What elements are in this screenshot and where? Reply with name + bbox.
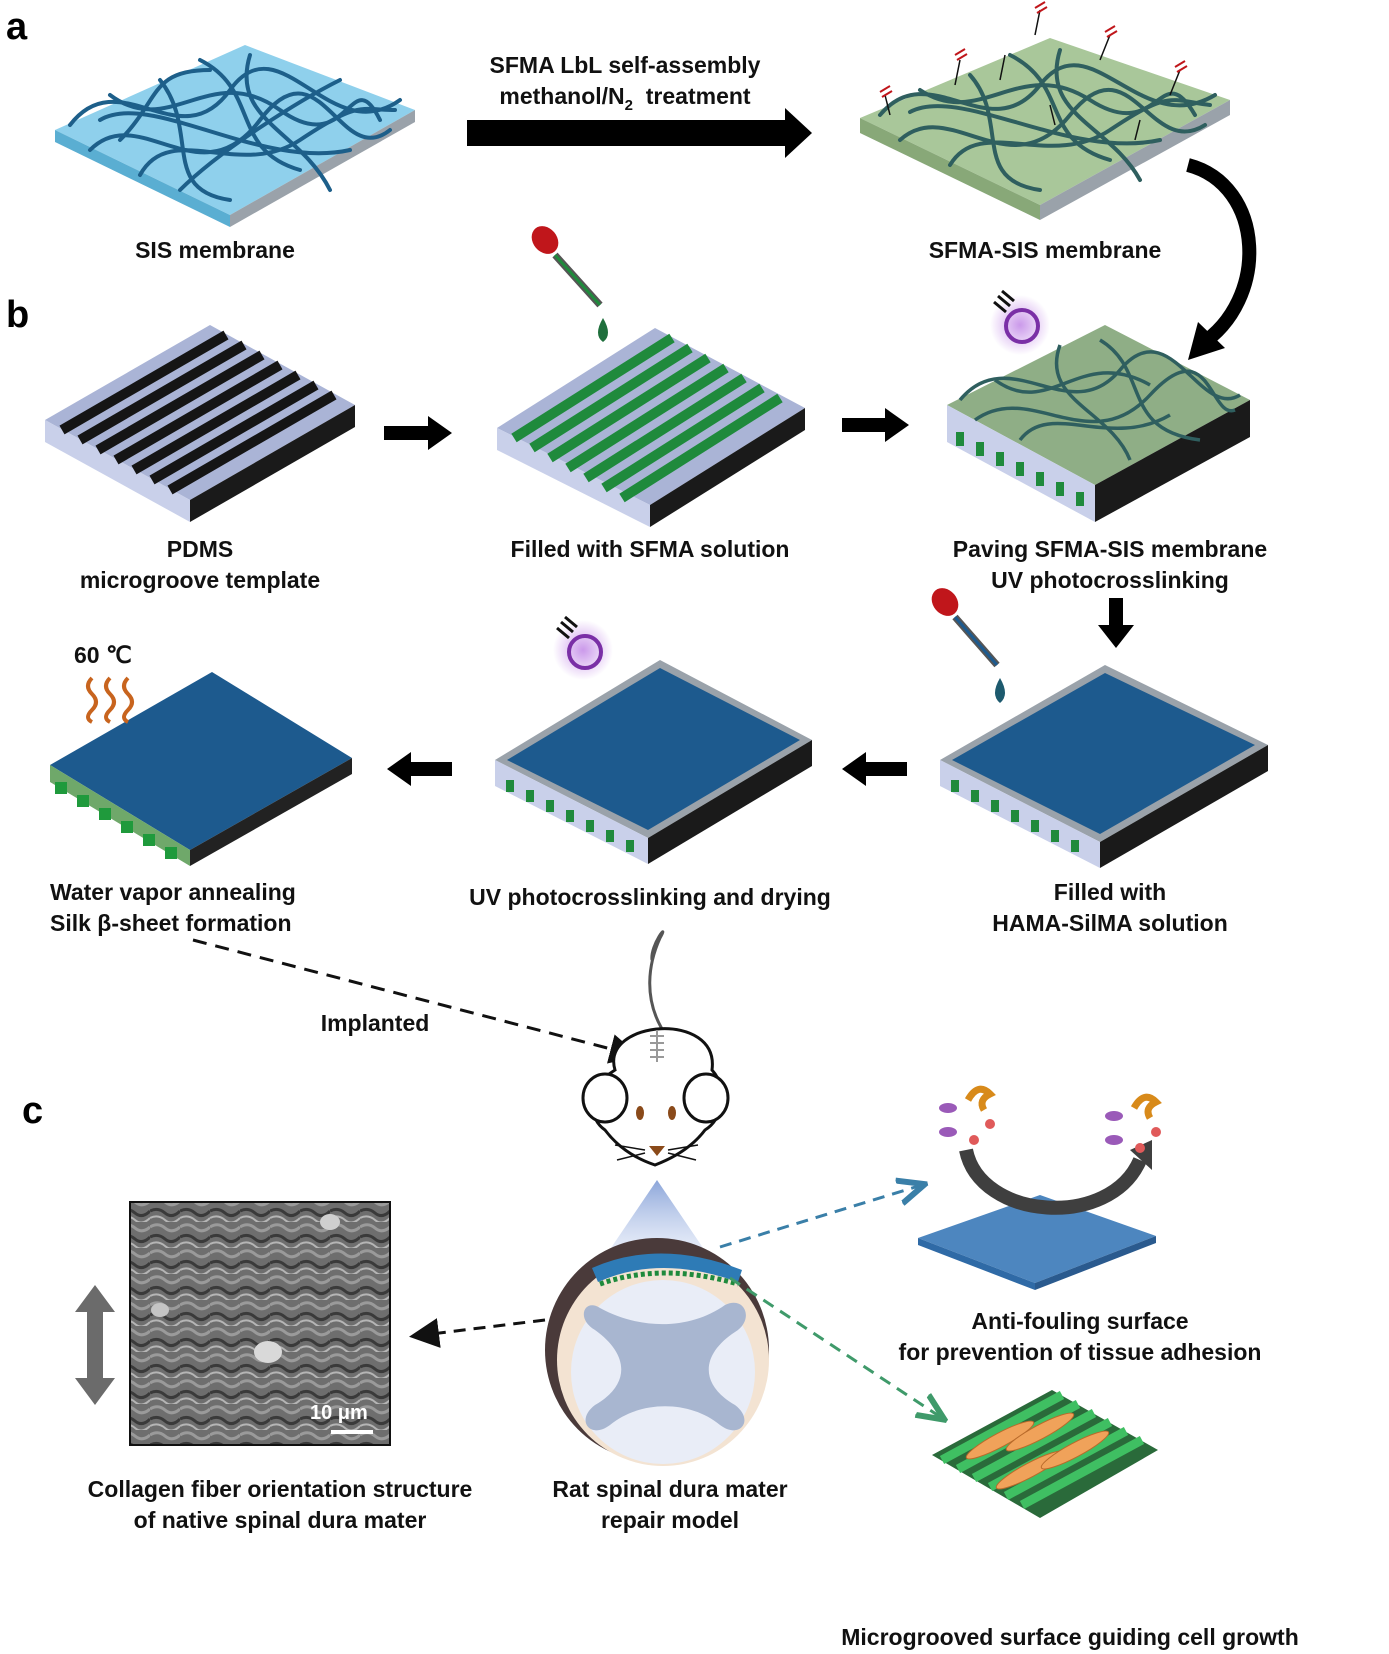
blue-dashed-arrow xyxy=(719,1185,922,1249)
implanted-dashed-arrow xyxy=(192,938,640,1064)
spinal-cross-section xyxy=(545,1238,769,1466)
antifouling-illustration xyxy=(918,1085,1162,1290)
sfma-fiber-network xyxy=(878,48,1217,192)
annealing-block xyxy=(50,672,352,866)
panel-label-c: c xyxy=(22,1090,44,1132)
paving-line-2: UV photocrosslinking xyxy=(991,567,1229,593)
filled-sfma-block xyxy=(497,328,805,527)
antifouling-line-2: for prevention of tissue adhesion xyxy=(898,1339,1262,1365)
arrow-down-b xyxy=(1098,598,1134,648)
filled-hama-line-2: HAMA-SilMA solution xyxy=(992,910,1228,936)
pdms-template-label: PDMS microgroove template xyxy=(60,534,340,596)
arrow-b2 xyxy=(842,408,909,442)
arrow-b1 xyxy=(384,416,452,450)
black-dashed-arrow-sem xyxy=(409,1318,546,1348)
arrow-b3 xyxy=(842,752,907,786)
orientation-double-arrow xyxy=(75,1285,115,1405)
curved-arrow-head xyxy=(1188,322,1225,360)
rat-illustration xyxy=(581,930,730,1167)
temperature-label: 60 ℃ xyxy=(74,642,132,668)
microgrooved-label: Microgrooved surface guiding cell growth xyxy=(841,1624,1299,1650)
rat-model-line-1: Rat spinal dura mater xyxy=(552,1476,788,1502)
methacrylate-groups xyxy=(884,9,1181,141)
collagen-line-1: Collagen fiber orientation structure xyxy=(87,1476,473,1502)
sis-membrane-label: SIS membrane xyxy=(135,237,295,263)
sis-membrane-block xyxy=(55,45,415,227)
process-label-a: SFMA LbL self-assembly methanol/N2 treat… xyxy=(450,50,800,115)
curved-arrow-a-to-b xyxy=(1185,158,1257,351)
process-line-2-prefix: methanol/N xyxy=(499,83,625,109)
microgrooved-cell-illustration xyxy=(932,1390,1158,1518)
panel-label-b: b xyxy=(6,294,30,336)
paving-membrane-block xyxy=(947,325,1250,522)
rat-model-line-2: repair model xyxy=(600,1507,740,1533)
pdms-line-1: PDMS xyxy=(166,536,234,562)
dropper-icon xyxy=(531,226,608,342)
process-line-2-subscript: 2 xyxy=(624,97,633,114)
antifouling-label: Anti-fouling surface for prevention of t… xyxy=(880,1306,1280,1368)
collagen-line-2: of native spinal dura mater xyxy=(133,1507,427,1533)
sem-micrograph xyxy=(129,1201,391,1446)
process-arrow-a xyxy=(467,108,812,158)
annealing-label: Water vapor annealing Silk β-sheet forma… xyxy=(50,877,330,939)
hama-filled-block xyxy=(940,665,1268,868)
collagen-label: Collagen fiber orientation structure of … xyxy=(70,1474,490,1536)
pdms-template-block xyxy=(45,325,355,522)
panel-label-a: a xyxy=(6,6,28,48)
sis-fiber-network xyxy=(68,53,402,202)
sfma-sis-membrane-block xyxy=(860,1,1230,220)
pdms-line-2: microgroove template xyxy=(79,567,321,593)
process-line-2-suffix: treatment xyxy=(632,83,751,109)
heat-waves-icon xyxy=(86,676,134,724)
annealing-line-2: Silk β-sheet formation xyxy=(50,910,292,936)
green-dashed-arrow xyxy=(729,1276,942,1418)
paving-line-1: Paving SFMA-SIS membrane xyxy=(952,536,1268,562)
filled-hama-label: Filled with HAMA-SilMA solution xyxy=(960,877,1260,939)
arrow-b4 xyxy=(387,752,452,786)
uv-bulb-icon-2 xyxy=(553,615,613,680)
process-line-1: SFMA LbL self-assembly xyxy=(489,52,761,78)
rat-model-label: Rat spinal dura mater repair model xyxy=(530,1474,810,1536)
uv-drying-block xyxy=(495,660,812,864)
scale-bar-label: 10 μm xyxy=(310,1402,368,1424)
paving-label: Paving SFMA-SIS membrane UV photocrossli… xyxy=(930,534,1290,596)
annealing-line-1: Water vapor annealing xyxy=(50,879,296,905)
uv-bulb-icon-1 xyxy=(990,289,1050,355)
sfma-sis-membrane-label: SFMA-SIS membrane xyxy=(928,237,1162,263)
dropper-icon-2 xyxy=(931,588,1005,703)
filled-sfma-label: Filled with SFMA solution xyxy=(510,536,790,562)
implanted-label: Implanted xyxy=(320,1010,430,1036)
antifouling-line-1: Anti-fouling surface xyxy=(971,1308,1189,1334)
process-line-2: methanol/N2 treatment xyxy=(450,81,800,115)
uv-drying-label: UV photocrosslinking and drying xyxy=(469,884,831,910)
filled-hama-line-1: Filled with xyxy=(1053,879,1167,905)
